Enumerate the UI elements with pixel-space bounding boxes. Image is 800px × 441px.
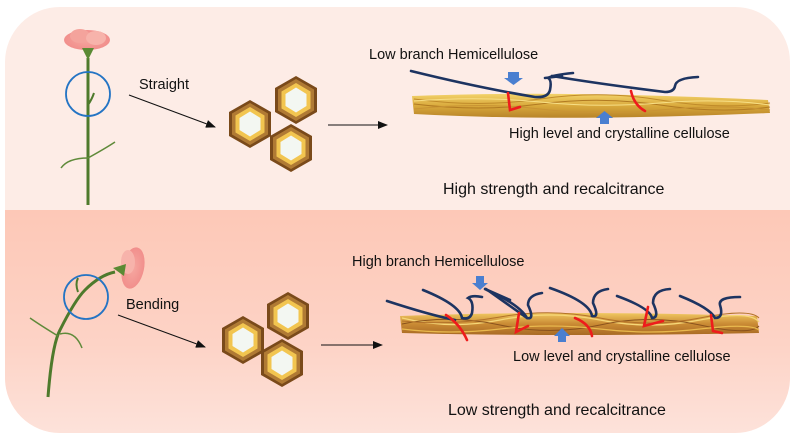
hemicellulose-indicator-arrow-bottom [472,276,488,290]
cellulose-indicator-arrow-top [596,111,613,124]
high-branch-hemicellulose-label: High branch Hemicellulose [352,254,525,270]
straight-carnation-icon [60,29,116,205]
hexagonal-cell-cluster-icon-bottom [222,292,309,387]
bent-carnation-icon [29,247,145,398]
crosslinks-bottom [444,305,724,342]
low-strength-outcome-label: Low strength and recalcitrance [448,402,666,419]
bending-arrow [117,314,206,348]
high-strength-outcome-label: High strength and recalcitrance [443,181,665,198]
cellulose-indicator-arrow-bottom [554,328,570,342]
low-level-cellulose-label: Low level and crystalline cellulose [513,349,731,365]
stem-highlight-circle [65,71,111,117]
crosslink-top [506,89,647,113]
bend-highlight-circle [63,274,109,320]
high-level-cellulose-label: High level and crystalline cellulose [509,126,730,142]
hemicellulose-indicator-arrow-top [504,72,523,85]
hemicellulose-chain-top [409,69,700,99]
cellulose-fiber-bottom [400,312,760,335]
hexagonal-cell-cluster-icon [229,76,317,172]
low-branch-hemicellulose-label: Low branch Hemicellulose [369,47,539,63]
bending-label: Bending [126,297,180,313]
cellulose-fiber-top [412,93,771,118]
straight-label: Straight [139,77,189,93]
straight-arrow [128,94,216,128]
hemicellulose-chains-bottom [385,286,742,322]
